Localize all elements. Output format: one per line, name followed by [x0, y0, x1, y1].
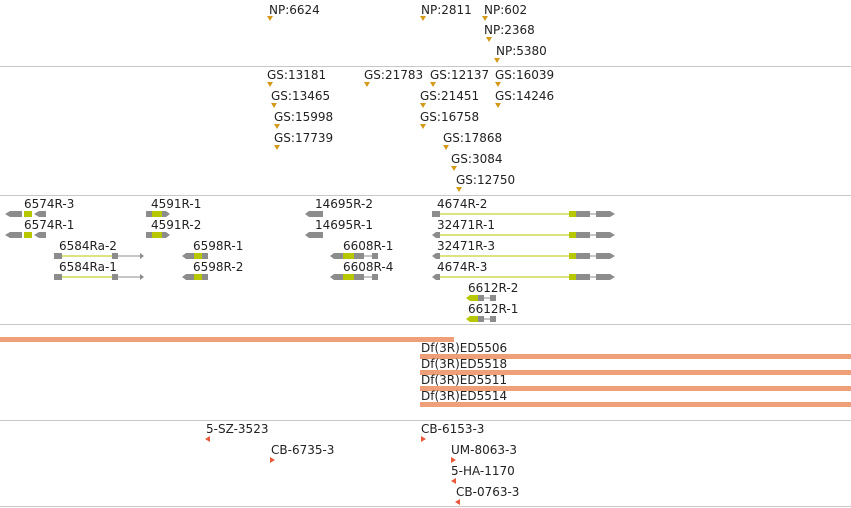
transcript-label[interactable]: 6608R-4: [343, 260, 394, 274]
insertion-label[interactable]: CB-6735-3: [271, 443, 335, 457]
transcript-glyph[interactable]: [466, 295, 496, 301]
transcript-glyph[interactable]: [305, 211, 323, 217]
transcript-glyph[interactable]: [432, 232, 615, 238]
insertion-label[interactable]: 5-HA-1170: [451, 464, 515, 478]
transcript-glyph[interactable]: [146, 232, 170, 238]
transcript-label[interactable]: 6598R-1: [193, 239, 244, 253]
insertion-label[interactable]: 5-SZ-3523: [206, 422, 269, 436]
transcript-label[interactable]: 6612R-2: [468, 281, 519, 295]
gs-feature-marker[interactable]: [443, 145, 449, 150]
gs-feature-marker[interactable]: [420, 103, 426, 108]
np-feature-label[interactable]: NP:5380: [496, 44, 547, 58]
insertion-marker[interactable]: [451, 457, 456, 463]
transcript-label[interactable]: 4674R-3: [437, 260, 488, 274]
deficiency-bar-unlabeled[interactable]: [0, 337, 454, 342]
gs-feature-marker[interactable]: [420, 124, 426, 129]
deficiency-label[interactable]: Df(3R)ED5511: [421, 373, 508, 387]
deficiency-bar[interactable]: [420, 354, 851, 359]
np-feature-marker[interactable]: [482, 16, 488, 21]
insertion-marker[interactable]: [455, 499, 460, 505]
transcript-glyph[interactable]: [5, 211, 46, 217]
np-feature-label[interactable]: NP:6624: [269, 3, 320, 17]
transcript-label[interactable]: 6584Ra-1: [59, 260, 117, 274]
deficiency-label[interactable]: Df(3R)ED5514: [421, 389, 508, 403]
gs-feature-marker[interactable]: [495, 103, 501, 108]
insertion-label[interactable]: CB-6153-3: [421, 422, 485, 436]
np-feature-label[interactable]: NP:602: [484, 3, 528, 17]
gs-feature-marker[interactable]: [267, 82, 273, 87]
gs-feature-label[interactable]: GS:21451: [420, 89, 480, 103]
transcript-glyph[interactable]: [432, 253, 615, 259]
np-feature-marker[interactable]: [494, 58, 500, 63]
gs-feature-label[interactable]: GS:12750: [456, 173, 516, 187]
transcript-glyph[interactable]: [5, 232, 46, 238]
insertion-marker[interactable]: [270, 457, 275, 463]
gs-feature-marker[interactable]: [274, 145, 280, 150]
transcript-label[interactable]: 6574R-1: [24, 218, 75, 232]
np-feature-label[interactable]: NP:2811: [421, 3, 472, 17]
track-divider-deficiency-insertions: [0, 420, 851, 421]
deficiency-bar[interactable]: [420, 402, 851, 407]
gs-feature-label[interactable]: GS:12137: [430, 68, 490, 82]
insertion-marker[interactable]: [421, 436, 426, 442]
insertion-marker[interactable]: [451, 478, 456, 484]
transcript-label[interactable]: 14695R-2: [315, 197, 373, 211]
gs-feature-label[interactable]: GS:13465: [271, 89, 331, 103]
transcript-label[interactable]: 6574R-3: [24, 197, 75, 211]
gs-feature-marker[interactable]: [451, 166, 457, 171]
gs-feature-label[interactable]: GS:16758: [420, 110, 480, 124]
transcript-glyph[interactable]: [432, 211, 615, 217]
gs-feature-label[interactable]: GS:14246: [495, 89, 555, 103]
gs-feature-label[interactable]: GS:17868: [443, 131, 503, 145]
transcript-label[interactable]: 32471R-1: [437, 218, 495, 232]
np-feature-label[interactable]: NP:2368: [484, 23, 535, 37]
np-feature-marker[interactable]: [420, 16, 426, 21]
np-feature-marker[interactable]: [267, 16, 273, 21]
transcript-glyph[interactable]: [466, 316, 496, 322]
gs-feature-label[interactable]: GS:16039: [495, 68, 555, 82]
deficiency-bar[interactable]: [420, 370, 851, 375]
transcript-glyph[interactable]: [305, 232, 323, 238]
np-feature-marker[interactable]: [486, 37, 492, 42]
gs-feature-label[interactable]: GS:21783: [364, 68, 424, 82]
transcript-glyph[interactable]: [54, 274, 144, 280]
insertion-marker[interactable]: [205, 436, 210, 442]
gs-feature-marker[interactable]: [364, 82, 370, 87]
track-divider-bottom: [0, 506, 851, 507]
track-divider-np-gs: [0, 66, 851, 67]
transcript-label[interactable]: 6608R-1: [343, 239, 394, 253]
gs-feature-marker[interactable]: [430, 82, 436, 87]
transcript-glyph[interactable]: [54, 253, 144, 259]
transcript-label[interactable]: 4591R-1: [151, 197, 202, 211]
gs-feature-marker[interactable]: [456, 187, 462, 192]
transcript-glyph[interactable]: [330, 253, 378, 259]
deficiency-bar[interactable]: [420, 386, 851, 391]
track-divider-genes-deficiency: [0, 324, 851, 325]
insertion-label[interactable]: CB-0763-3: [456, 485, 520, 499]
transcript-label[interactable]: 4591R-2: [151, 218, 202, 232]
transcript-glyph[interactable]: [182, 274, 208, 280]
transcript-label[interactable]: 6612R-1: [468, 302, 519, 316]
gs-feature-marker[interactable]: [274, 124, 280, 129]
gs-feature-label[interactable]: GS:13181: [267, 68, 327, 82]
track-divider-gs-genes: [0, 195, 851, 196]
gs-feature-label[interactable]: GS:15998: [274, 110, 334, 124]
gs-feature-label[interactable]: GS:3084: [451, 152, 503, 166]
transcript-label[interactable]: 4674R-2: [437, 197, 488, 211]
deficiency-label[interactable]: Df(3R)ED5506: [421, 341, 508, 355]
transcript-label[interactable]: 32471R-3: [437, 239, 495, 253]
gs-feature-label[interactable]: GS:17739: [274, 131, 334, 145]
transcript-glyph[interactable]: [182, 253, 208, 259]
transcript-glyph[interactable]: [146, 211, 170, 217]
insertion-label[interactable]: UM-8063-3: [451, 443, 517, 457]
transcript-glyph[interactable]: [432, 274, 615, 280]
transcript-label[interactable]: 6598R-2: [193, 260, 244, 274]
transcript-label[interactable]: 6584Ra-2: [59, 239, 117, 253]
transcript-label[interactable]: 14695R-1: [315, 218, 373, 232]
transcript-glyph[interactable]: [330, 274, 378, 280]
deficiency-label[interactable]: Df(3R)ED5518: [421, 357, 508, 371]
gs-feature-marker[interactable]: [495, 82, 501, 87]
gs-feature-marker[interactable]: [271, 103, 277, 108]
